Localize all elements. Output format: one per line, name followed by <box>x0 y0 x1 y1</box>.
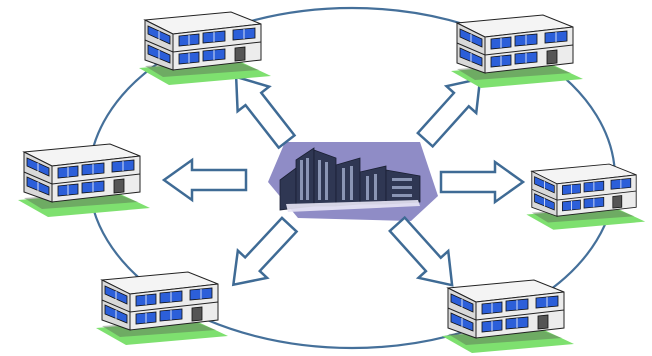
branch-office-icon-bottom-right <box>441 279 575 353</box>
branch-office-icon-bottom-left <box>95 271 229 345</box>
connector-arrow-bottom-right <box>381 209 469 300</box>
headquarters-building-icon <box>268 142 438 221</box>
connector-arrow-middle-left <box>162 158 248 202</box>
connector-arrow-bottom-left <box>217 209 306 300</box>
branch-office-icon-middle-left <box>17 143 151 217</box>
branch-office-icon-top-left <box>138 11 272 85</box>
branch-office-icon-top-right <box>450 14 584 88</box>
connector-arrow-middle-right <box>439 160 525 204</box>
branch-office-icon-middle-right <box>525 163 646 231</box>
